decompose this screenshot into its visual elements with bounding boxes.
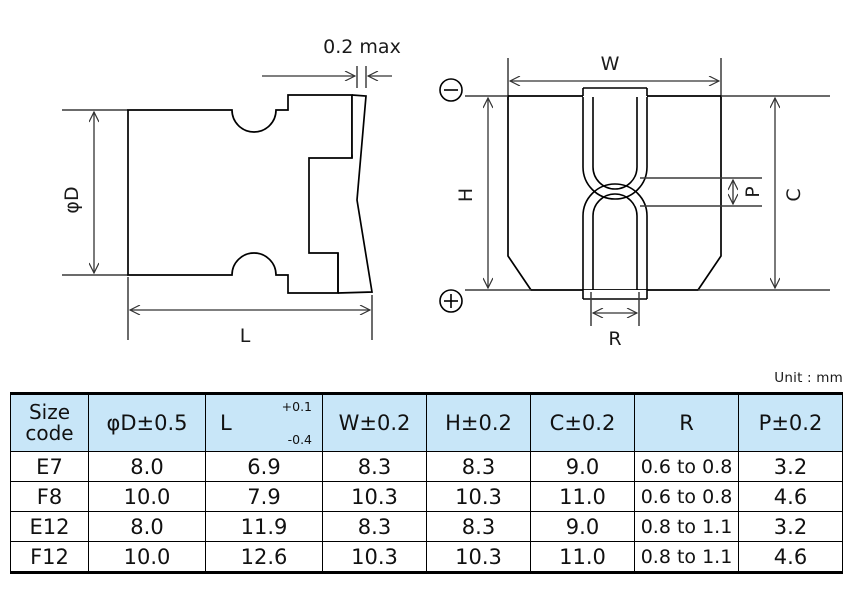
flange-outer-edge [337, 94, 373, 294]
cell-p: 4.6 [738, 481, 843, 512]
cell-phi-d: 8.0 [88, 511, 206, 542]
cell-h: 10.3 [426, 481, 531, 512]
cell-w: 8.3 [322, 451, 427, 482]
cell-r: 0.8 to 1.1 [634, 511, 739, 542]
cell-p: 3.2 [738, 451, 843, 482]
cell-h: 10.3 [426, 541, 531, 574]
cell-p: 3.2 [738, 511, 843, 542]
header-size-code-line1: Size [28, 399, 71, 424]
p-label: P [742, 186, 764, 197]
terminal-negative [582, 87, 648, 200]
cell-c: 9.0 [530, 511, 635, 542]
unit-note: Unit : mm [774, 370, 843, 386]
drawing-svg: φD 0.2 max L [61, 36, 830, 350]
capacitor-side-profile [127, 94, 353, 294]
cell-l: 6.9 [205, 451, 323, 482]
cell-l: 7.9 [205, 481, 323, 512]
phi-d-label: φD [61, 186, 83, 213]
bottom-view-group: W H [439, 53, 830, 350]
width-label: W [601, 53, 620, 75]
table-row: F12 10.0 12.6 10.3 10.3 11.0 0.8 to 1.1 … [10, 541, 843, 574]
header-l-tol-lower: -0.4 [287, 431, 312, 447]
cell-w: 10.3 [322, 541, 427, 574]
cell-w: 10.3 [322, 481, 427, 512]
header-size-code-line2: code [25, 421, 74, 445]
header-w: W±0.2 [322, 392, 427, 452]
cell-p: 4.6 [738, 541, 843, 574]
max-thickness-label: 0.2 max [323, 36, 401, 58]
dimension-table: Size code φD±0.5 L +0.1 -0.4 W±0.2 H±0.2… [10, 392, 843, 574]
header-l: L +0.1 -0.4 [205, 392, 323, 452]
cell-l: 12.6 [205, 541, 323, 574]
cell-w: 8.3 [322, 511, 427, 542]
height-label: H [455, 188, 477, 202]
terminal-positive [582, 183, 648, 300]
dimension-table-container: Size code φD±0.5 L +0.1 -0.4 W±0.2 H±0.2… [10, 392, 843, 574]
negative-polarity-marker [439, 78, 463, 102]
table-row: F8 10.0 7.9 10.3 10.3 11.0 0.6 to 0.8 4.… [10, 481, 843, 512]
positive-polarity-marker [439, 289, 463, 313]
bottom-view-body-outline [507, 95, 722, 291]
cell-size-code: E7 [10, 451, 89, 482]
table-row: E7 8.0 6.9 8.3 8.3 9.0 0.6 to 0.8 3.2 [10, 451, 843, 482]
table-header-row: Size code φD±0.5 L +0.1 -0.4 W±0.2 H±0.2… [10, 392, 843, 452]
flange-fill [352, 95, 366, 158]
header-h: H±0.2 [426, 392, 531, 452]
header-l-tol-upper: +0.1 [281, 399, 312, 414]
cell-size-code: F12 [10, 541, 89, 574]
header-p: P±0.2 [738, 392, 843, 452]
cell-r: 0.6 to 0.8 [634, 481, 739, 512]
c-label: C [783, 188, 805, 201]
cell-phi-d: 8.0 [88, 451, 206, 482]
cell-size-code: F8 [10, 481, 89, 512]
cell-phi-d: 10.0 [88, 541, 206, 574]
length-label: L [240, 325, 251, 347]
side-view-group: φD 0.2 max L [61, 36, 401, 347]
cell-l: 11.9 [205, 511, 323, 542]
cell-r: 0.8 to 1.1 [634, 541, 739, 574]
header-size-code: Size code [10, 392, 89, 452]
cell-size-code: E12 [10, 511, 89, 542]
table-row: E12 8.0 11.9 8.3 8.3 9.0 0.8 to 1.1 3.2 [10, 511, 843, 542]
header-r: R [634, 392, 739, 452]
cell-r: 0.6 to 0.8 [634, 451, 739, 482]
cell-h: 8.3 [426, 511, 531, 542]
cell-c: 9.0 [530, 451, 635, 482]
technical-drawing-area: φD 0.2 max L [61, 36, 830, 350]
header-phi-d: φD±0.5 [88, 392, 206, 452]
cell-phi-d: 10.0 [88, 481, 206, 512]
cell-c: 11.0 [530, 541, 635, 574]
cell-c: 11.0 [530, 481, 635, 512]
header-l-symbol: L [220, 410, 232, 435]
cell-h: 8.3 [426, 451, 531, 482]
header-c: C±0.2 [530, 392, 635, 452]
r-label: R [608, 328, 621, 350]
